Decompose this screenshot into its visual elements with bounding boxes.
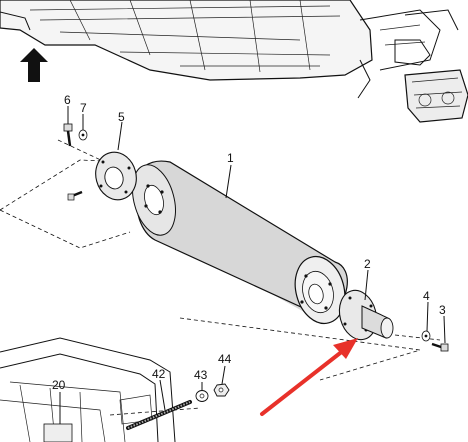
leader-lines bbox=[59, 106, 446, 424]
assembly-guide-lines bbox=[0, 139, 441, 416]
bolt-3 bbox=[431, 342, 449, 352]
callout-6: 6 bbox=[64, 93, 71, 107]
callout-20: 20 bbox=[52, 378, 66, 392]
callout-42: 42 bbox=[152, 367, 166, 381]
washer-7 bbox=[78, 129, 88, 141]
roller-drum bbox=[132, 160, 348, 325]
small-bolt bbox=[67, 190, 83, 201]
callout-3: 3 bbox=[439, 303, 446, 317]
lower-frame bbox=[0, 337, 176, 442]
washer-43 bbox=[195, 390, 209, 402]
nut-44 bbox=[213, 383, 230, 397]
threaded-rod-42 bbox=[126, 400, 192, 430]
washer-4 bbox=[421, 330, 431, 342]
right-flange-bearing bbox=[338, 289, 394, 341]
left-flange-bearing bbox=[95, 151, 137, 201]
machine-chassis bbox=[0, 0, 441, 99]
callout-7: 7 bbox=[80, 101, 87, 115]
callout-43: 43 bbox=[194, 368, 208, 382]
track-unit bbox=[394, 9, 468, 123]
callout-labels: 1 2 3 4 5 6 7 20 42 43 44 bbox=[52, 93, 446, 392]
callout-2: 2 bbox=[364, 257, 371, 271]
red-pointer-arrow-icon bbox=[260, 338, 358, 416]
callout-44: 44 bbox=[218, 352, 232, 366]
up-arrow-icon bbox=[20, 48, 48, 82]
callout-1: 1 bbox=[227, 151, 234, 165]
callout-4: 4 bbox=[423, 289, 430, 303]
callout-5: 5 bbox=[118, 110, 125, 124]
bolt-6 bbox=[63, 123, 73, 147]
